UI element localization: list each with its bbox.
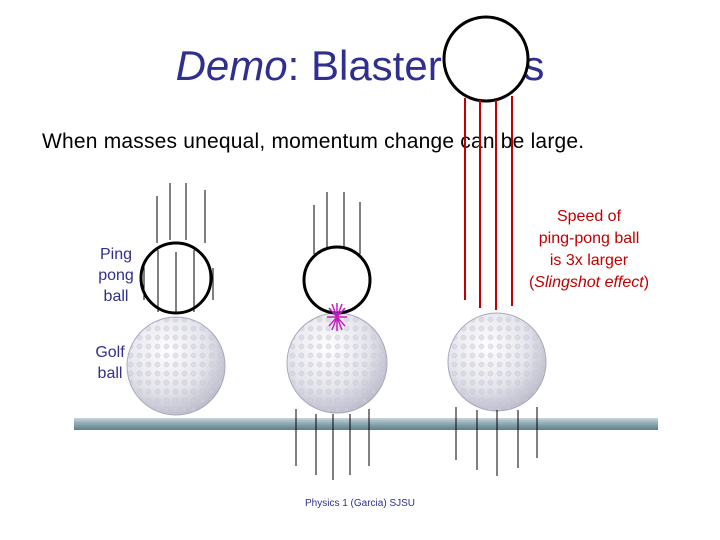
speed-line-4: (Slingshot effect) — [514, 272, 664, 294]
golf-ball-1 — [126, 316, 226, 416]
motion-lines-ping-1 — [143, 183, 214, 300]
slingshot-effect-text: Slingshot effect — [534, 274, 644, 291]
golf-ball-label: Golf ball — [95, 344, 125, 382]
motion-lines-slingshot — [464, 96, 513, 310]
ping-pong-label: Ping pong ball — [98, 246, 134, 305]
slide-footer: Physics 1 (Garcia) SJSU — [304, 498, 416, 509]
speed-line-1: Speed of — [556, 208, 622, 225]
speed-paren-open: ( — [528, 274, 535, 291]
motion-lines-ping-2 — [313, 192, 361, 254]
motion-lines-golf-2 — [295, 409, 370, 480]
ping-pong-ball-1 — [139, 241, 213, 315]
speed-annotation: Speed of ping-pong ball is 3x larger (Sl… — [514, 206, 664, 294]
impact-burst — [327, 303, 347, 331]
ping-pong-ball-3 — [442, 15, 530, 103]
floor — [74, 418, 658, 430]
slide-subtitle: When masses unequal, momentum change can… — [42, 130, 585, 153]
speed-line-3: is 3x larger — [549, 252, 629, 269]
title-emphasis: Demo — [175, 42, 288, 89]
motion-lines-golf-3 — [455, 407, 538, 476]
golf-ball-2 — [286, 312, 388, 414]
speed-line-2: ping-pong ball — [538, 230, 640, 247]
golf-ball-3 — [447, 312, 547, 412]
motion-lines-golf-1 — [157, 250, 195, 312]
speed-paren-close: ) — [643, 274, 650, 291]
